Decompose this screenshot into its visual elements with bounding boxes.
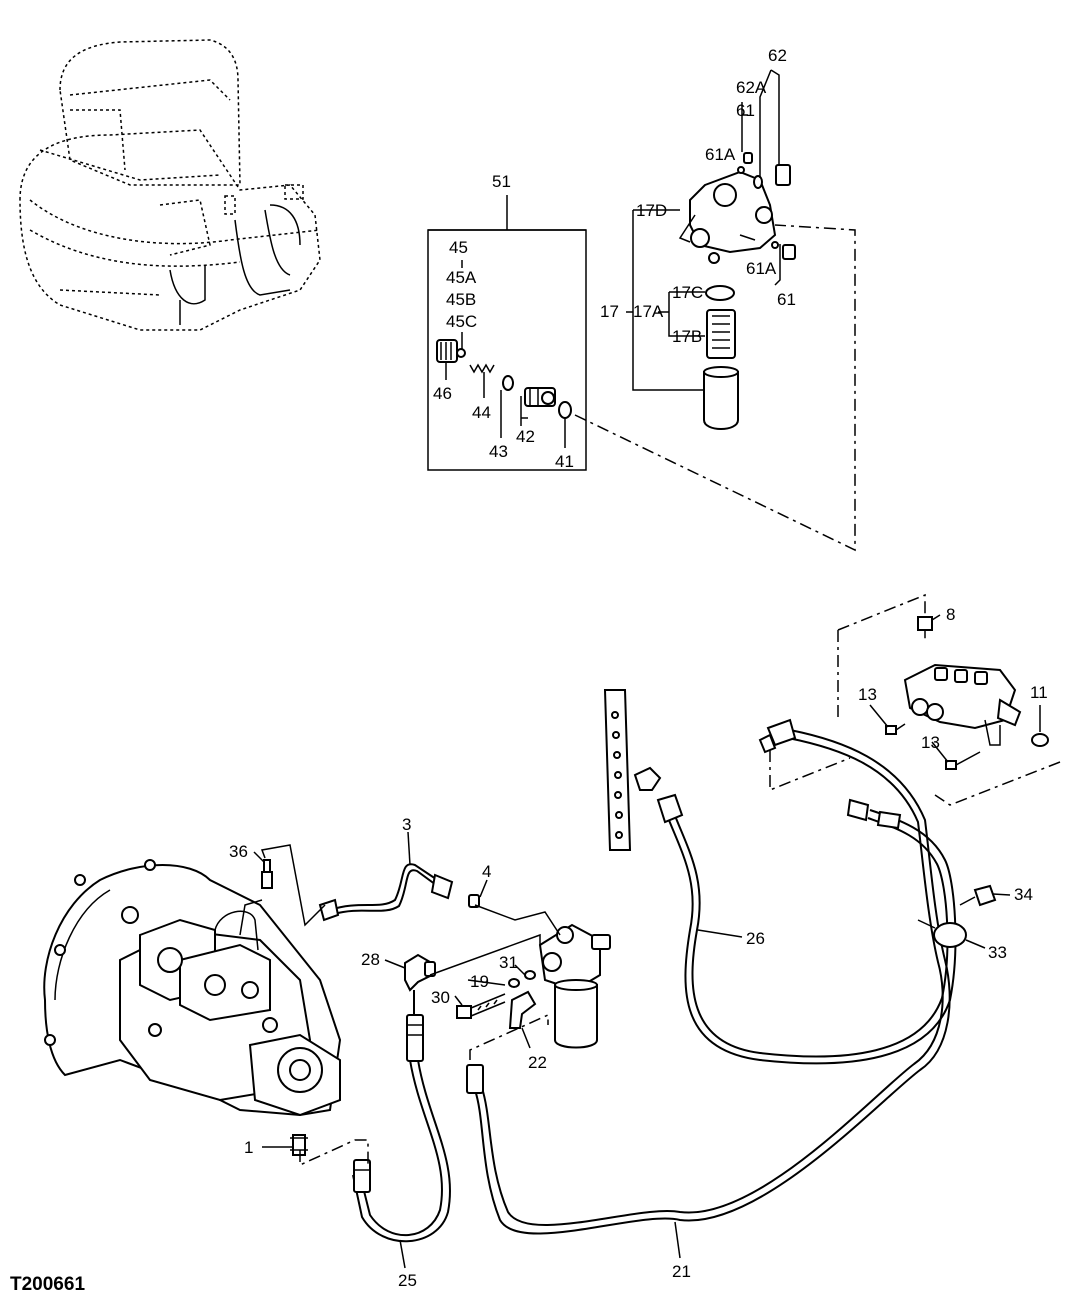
label-51: 51 [492,172,511,191]
label-61-side: 61 [777,290,796,309]
label-17c: 17C [672,283,703,302]
label-61a-top: 61A [705,145,736,164]
seal-41 [558,401,572,419]
label-17: 17 [600,302,619,321]
label-36: 36 [229,842,248,861]
cap-11 [1031,733,1049,747]
label-28: 28 [361,950,380,969]
label-30: 30 [431,988,450,1007]
plug-62 [775,164,791,186]
washer-19 [508,978,520,988]
connect-21-22 [469,1013,549,1060]
hose-25 [352,990,451,1243]
label-45: 45 [449,238,468,257]
label-13-upper: 13 [858,685,877,704]
label-26: 26 [746,929,765,948]
label-22: 22 [528,1053,547,1072]
filter-element-17b [706,309,736,359]
label-45a: 45A [446,268,477,287]
label-8: 8 [946,605,955,624]
control-valve-group: 8 11 13 13 [769,593,1061,806]
o-ring-43 [502,375,514,391]
elbow-22 [508,990,537,1029]
label-44: 44 [472,403,491,422]
label-3: 3 [402,815,411,834]
label-33: 33 [988,943,1007,962]
label-17b: 17B [672,327,702,346]
o-ring-62a [753,175,763,189]
label-62a: 62A [736,78,767,97]
filter-bowl [703,366,739,430]
label-4: 4 [482,862,491,881]
kit-51-group: 51 45 45A 45B 45C 46 44 43 42 41 [427,172,587,471]
fitting-8 [917,616,933,631]
valve-body-42 [524,387,556,407]
o-ring-61a-side [771,241,779,249]
bolt-34 [959,884,997,907]
label-45b: 45B [446,290,476,309]
hose-3 [318,863,480,922]
bolt-30 [456,993,506,1019]
clamp-33 [917,919,967,948]
figure-id: T200661 [10,1274,85,1295]
label-17a: 17A [633,302,664,321]
fitting-4 [468,894,480,908]
valve-block [903,663,1022,746]
label-41: 41 [555,452,574,471]
plug-61-top [743,152,753,164]
label-21: 21 [672,1262,691,1281]
o-ring-17c [705,285,735,301]
label-19: 19 [470,972,489,991]
connect-1-25 [299,1139,369,1167]
plug-61-side [782,244,796,260]
label-31: 31 [499,953,518,972]
o-ring-61a-top [737,166,745,174]
label-17d: 17D [636,201,667,220]
hydraulic-pump [43,859,342,1156]
connect-36-3 [260,844,326,927]
label-34: 34 [1014,885,1033,904]
line-filter [404,923,611,1049]
excavator-silhouette [19,39,321,331]
label-61a-side: 61A [746,259,777,278]
label-43: 43 [489,442,508,461]
cartridge-46 [436,339,466,363]
label-45c: 45C [446,312,477,331]
label-42: 42 [516,427,535,446]
label-61-top: 61 [736,101,755,120]
connect-28-filter [429,933,541,976]
label-62: 62 [768,46,787,65]
bolt-13-lower [945,751,981,770]
label-25: 25 [398,1271,417,1290]
bolt-13-upper [885,723,906,735]
mounting-plate [603,689,632,851]
fitting-36 [261,871,273,889]
label-11: 11 [1030,683,1048,702]
label-1: 1 [244,1138,253,1157]
assembly-link-line [574,224,856,552]
label-13-lower: 13 [921,733,940,752]
spring-44 [469,363,495,374]
hose-21 [466,718,951,1235]
hose-26 [633,766,957,1065]
label-46: 46 [433,384,452,403]
washer-31 [524,970,536,980]
connect-4-filter [474,904,561,936]
filter-assembly-17: 62 62A 61 61A 17D 61A 61 17C 17 17A 17B [600,46,796,430]
